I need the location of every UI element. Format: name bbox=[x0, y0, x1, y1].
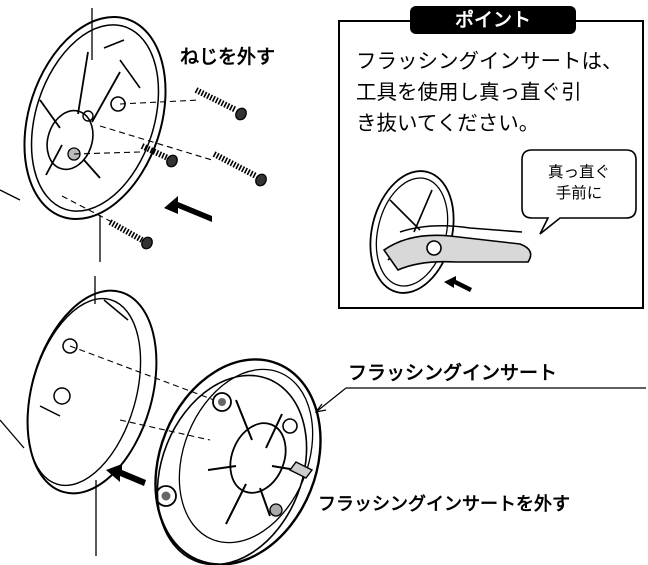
bottom-mount-illustration bbox=[0, 276, 322, 565]
point-instruction-text: フラッシングインサートは、 工具を使用し真っ直ぐ引 き抜いてください。 bbox=[356, 49, 623, 135]
label-pointer bbox=[314, 387, 646, 413]
push-arrow-icon bbox=[164, 196, 212, 222]
screw-4 bbox=[108, 219, 153, 250]
callout-text: 真っ直ぐ 手前に bbox=[547, 163, 610, 202]
screw-1 bbox=[194, 87, 247, 121]
remove-screws-label: ねじを外す bbox=[180, 46, 276, 68]
point-illustration-layer bbox=[369, 149, 637, 294]
point-badge: ポイント bbox=[410, 6, 576, 34]
screw-2 bbox=[140, 143, 178, 168]
screw-3 bbox=[212, 151, 267, 187]
top-mount-illustration bbox=[0, 8, 213, 262]
remove-insert-label: フラッシングインサートを外す bbox=[318, 494, 570, 515]
flashing-insert-label: フラッシングインサート bbox=[348, 362, 558, 384]
screws bbox=[108, 87, 267, 250]
pull-arrow-icon bbox=[106, 464, 146, 486]
